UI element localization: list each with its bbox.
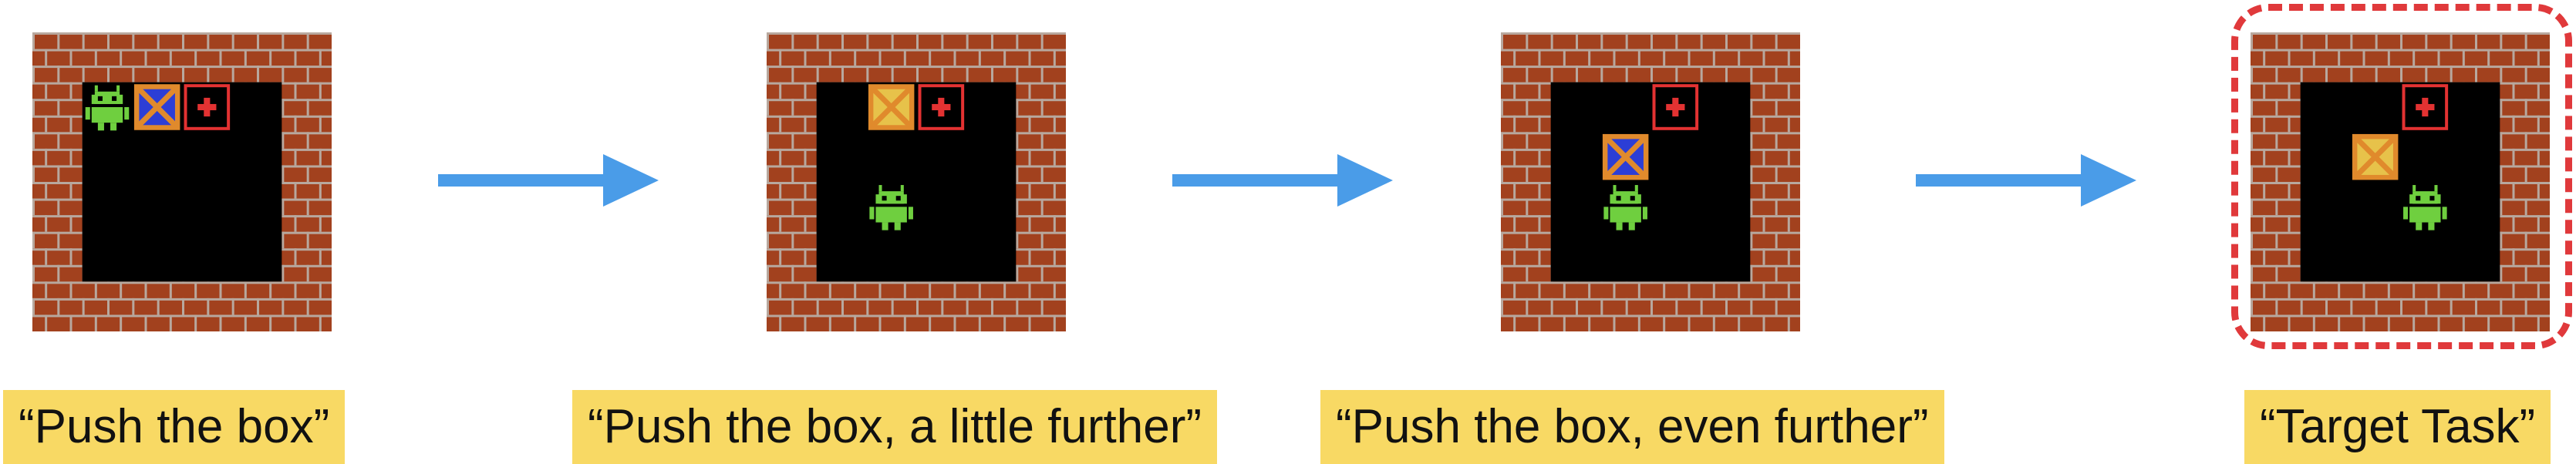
stage-2-board — [767, 32, 1066, 331]
arrow-head — [603, 154, 659, 207]
floor-area — [2300, 82, 2500, 282]
android-robot-icon — [1603, 185, 1647, 230]
crate-icon — [133, 84, 180, 130]
arrow-shaft — [1172, 174, 1344, 187]
caption-stage-1: “Push the box” — [3, 390, 346, 464]
crate-icon — [868, 84, 915, 130]
goal-target-icon — [2402, 84, 2449, 130]
caption-stage-2: “Push the box, a little further” — [572, 390, 1218, 464]
goal-target-icon — [184, 84, 231, 130]
caption-stage-3: “Push the box, even further” — [1320, 390, 1944, 464]
goal-target-icon — [918, 84, 965, 130]
goal-target-icon — [1652, 84, 1699, 130]
arrow-right-icon — [438, 154, 659, 207]
stage-4-board — [2251, 32, 2550, 331]
arrow-right-icon — [1916, 154, 2136, 207]
android-robot-icon — [2403, 185, 2447, 230]
arrow-head — [1337, 154, 1393, 207]
crate-icon — [2352, 133, 2399, 180]
android-robot-icon — [869, 185, 913, 230]
crate-icon — [1602, 133, 1649, 180]
arrow-shaft — [438, 174, 609, 187]
floor-area — [816, 82, 1017, 282]
caption-target-task: “Target Task” — [2244, 390, 2551, 464]
arrow-shaft — [1916, 174, 2087, 187]
target-task-highlight — [2231, 4, 2572, 349]
android-robot-icon — [85, 85, 130, 131]
arrow-head — [2081, 154, 2136, 207]
arrow-right-icon — [1172, 154, 1393, 207]
stage-3-board — [1501, 32, 1800, 331]
stage-1-board — [32, 32, 332, 331]
floor-area — [1550, 82, 1751, 282]
